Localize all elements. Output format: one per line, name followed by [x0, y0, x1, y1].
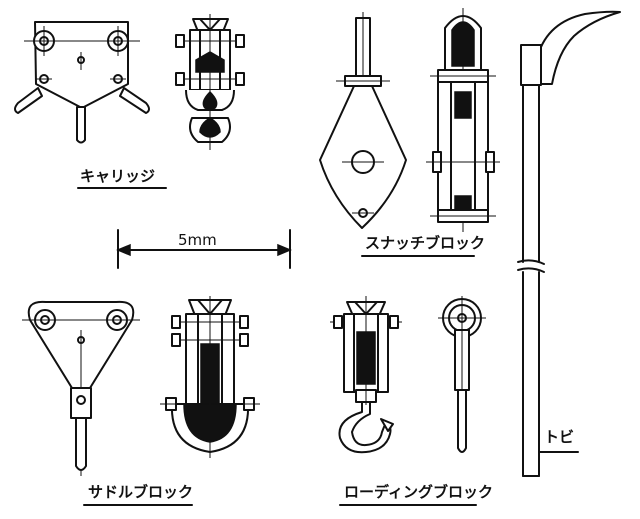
saddle-block-label: サドルブロック	[88, 483, 193, 501]
scale-bar	[116, 229, 292, 269]
snatch-block-front-view	[319, 12, 407, 229]
scale-bar-label: 5mm	[178, 231, 217, 249]
loading-block-hook-view	[330, 296, 402, 454]
loading-block-label: ローディングブロック	[344, 483, 493, 501]
carriage-label: キャリッジ	[80, 167, 155, 185]
saddle-block-front-view	[22, 300, 140, 476]
saddle-block-side-view	[160, 296, 260, 458]
tobi-label: トビ	[544, 428, 574, 446]
carriage-side-view	[175, 14, 245, 150]
tobi-pike-pole	[517, 10, 621, 477]
loading-block-pulley-view	[438, 296, 486, 453]
snatch-block-side-view	[426, 8, 500, 232]
carriage-front-view	[14, 21, 150, 144]
snatch-block-label: スナッチブロック	[365, 234, 485, 252]
